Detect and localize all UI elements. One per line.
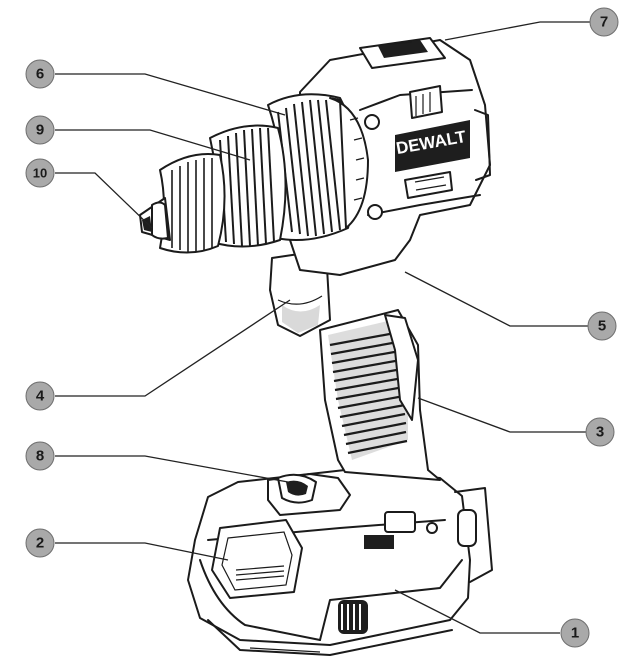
chuck-jaws xyxy=(139,197,171,241)
motor-vents xyxy=(404,85,453,199)
callout-6: 6 xyxy=(25,59,55,89)
callout-1-label: 1 xyxy=(571,625,579,642)
callout-7: 7 xyxy=(589,7,619,37)
leader-lines xyxy=(55,21,590,634)
callout-6-label: 6 xyxy=(36,66,44,83)
screw-top xyxy=(364,114,380,130)
callout-5-label: 5 xyxy=(598,318,606,335)
battery-pack xyxy=(187,469,493,656)
callout-4: 4 xyxy=(25,381,55,411)
callout-2-label: 2 xyxy=(36,535,44,552)
handle-grip xyxy=(267,309,441,516)
chuck xyxy=(159,124,287,254)
callout-9: 9 xyxy=(25,115,55,145)
battery-label xyxy=(364,535,394,549)
callout-7-label: 7 xyxy=(600,14,608,31)
battery-vents xyxy=(338,600,368,634)
callout-10-label: 10 xyxy=(33,166,47,181)
callout-9-label: 9 xyxy=(36,122,44,139)
callout-8-label: 8 xyxy=(36,448,44,465)
belt-clip-slot xyxy=(457,509,477,547)
grip-ribs xyxy=(329,331,408,455)
callout-4-label: 4 xyxy=(36,388,45,405)
drill-illustration: DEWALT xyxy=(139,37,493,656)
screw xyxy=(426,522,438,534)
callout-1: 1 xyxy=(560,618,590,648)
screw-bottom xyxy=(367,204,383,220)
callout-3-label: 3 xyxy=(596,424,604,441)
callout-3: 3 xyxy=(585,417,615,447)
battery-release-button xyxy=(211,519,303,599)
callout-10: 10 xyxy=(25,158,55,188)
callout-8: 8 xyxy=(25,441,55,471)
callout-5: 5 xyxy=(587,311,617,341)
callout-2: 2 xyxy=(25,528,55,558)
